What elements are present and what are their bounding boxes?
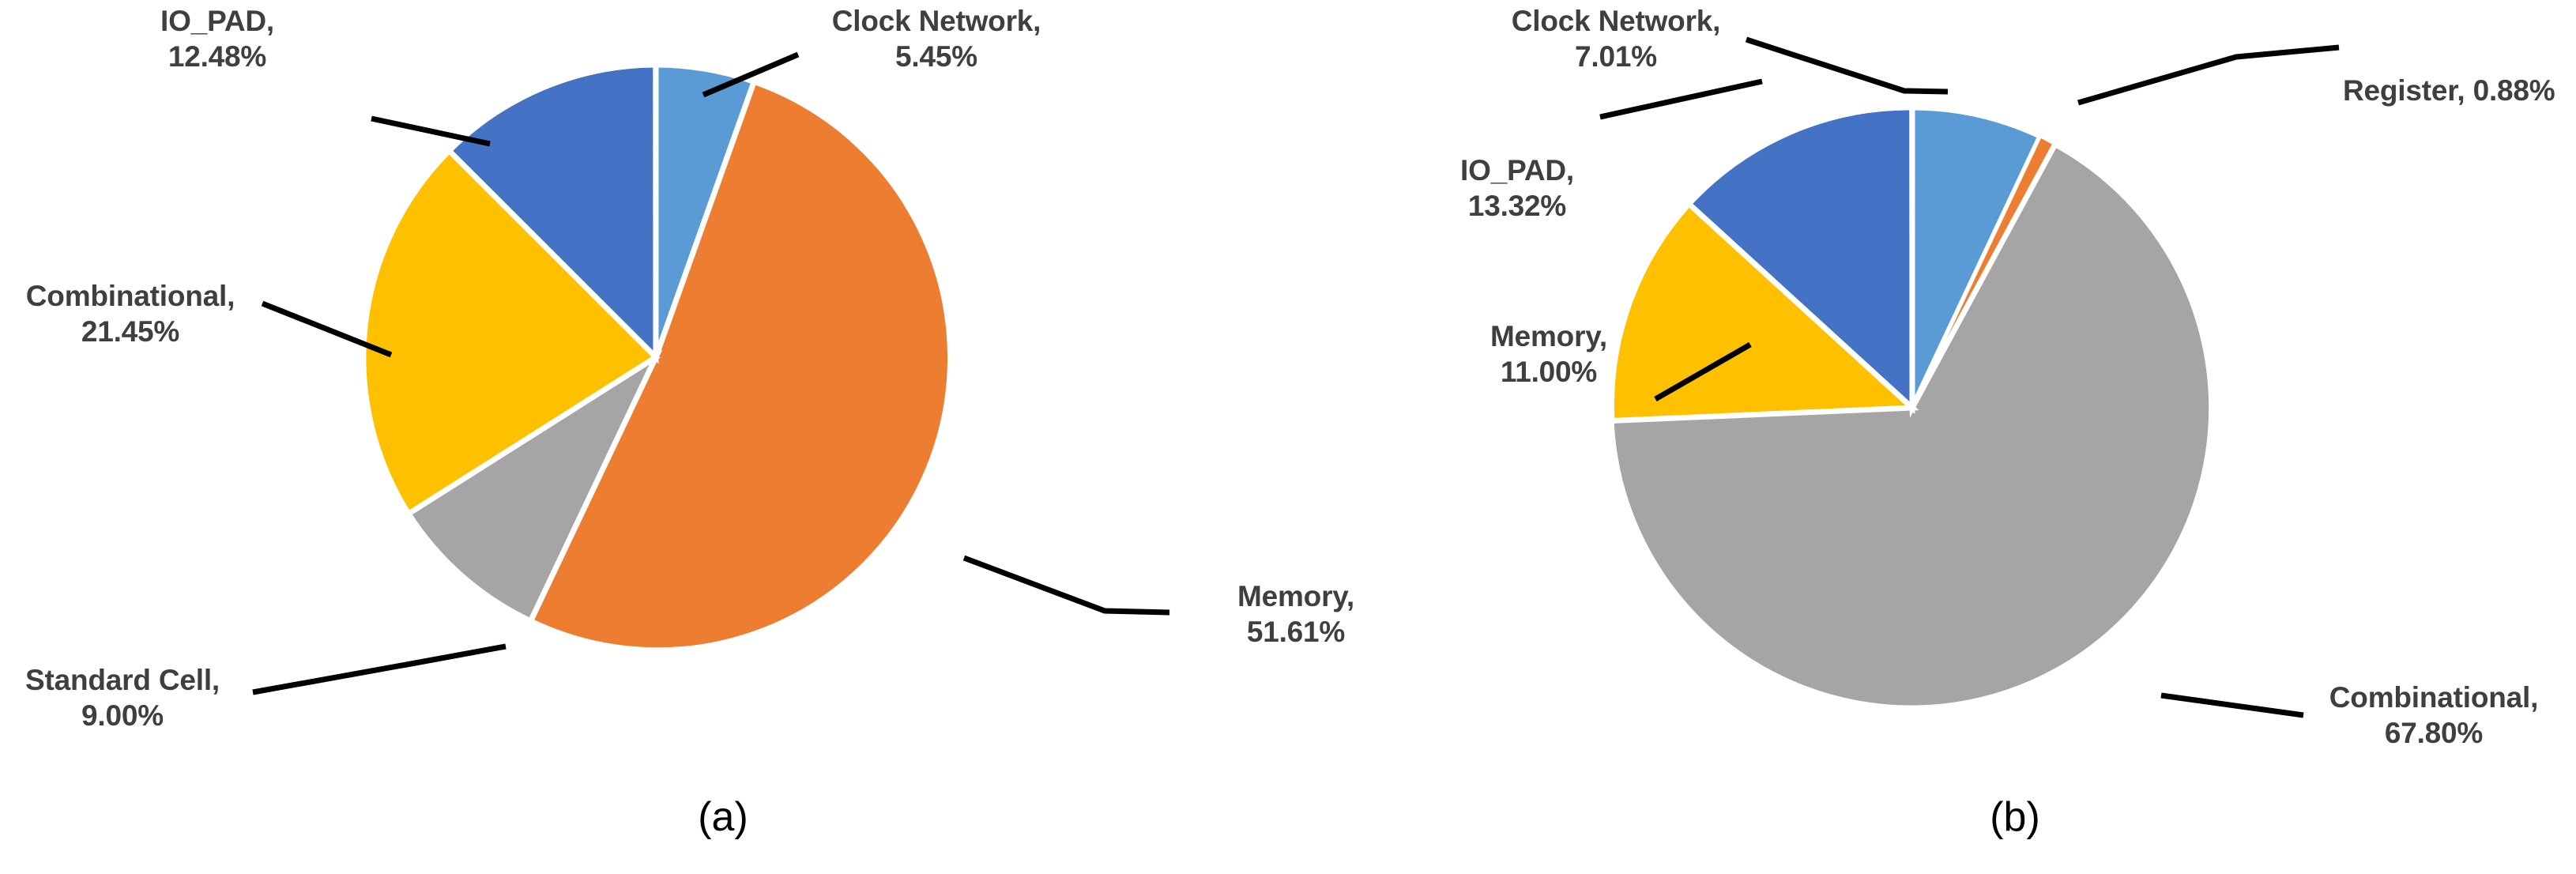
label-register-b-line1: Register, 0.88% [2343,74,2555,107]
label-combinational-b-line1: Combinational, [2329,681,2539,714]
pie-chart-b-canvas [1599,36,2340,718]
panel-caption-b: (b) [1990,794,2040,840]
leader-line-io-pad-a [371,115,491,147]
leader-line-io-pad-b [1599,78,1763,120]
pie-slice-io-pad-a[interactable] [445,62,659,364]
label-memory-b: Memory, 11.00% [1446,318,1651,390]
leader-line-combinational-b [2160,692,2304,718]
label-standard-cell-a-line2: 9.00% [81,699,164,733]
label-clock-network-a-line2: 5.45% [895,40,977,73]
pie-chart-a-canvas [252,51,1170,695]
label-standard-cell-a-line1: Standard Cell, [25,664,220,696]
pie-slice-clock-network-b[interactable] [1909,104,2044,409]
label-memory-b-line1: Memory, [1489,320,1607,352]
pie-chart-panel-a: IO_PAD, 12.48% Clock Network, 5.45% Comb… [0,3,1354,840]
leader-line-standard-cell-a [252,643,507,695]
panel-caption-a: (a) [698,794,748,840]
leader-line-clock-network-a [702,51,800,98]
label-combinational-b: Combinational, 67.80% [2299,680,2568,751]
label-io-pad-a-line1: IO_PAD, [160,5,274,37]
pie-slice-io-pad-b[interactable] [1685,104,1915,414]
leader-line-clock-network-b [1745,36,1949,95]
label-io-pad-a: IO_PAD, 12.48% [87,3,348,74]
label-combinational-a: Combinational, 21.45% [0,278,261,349]
label-clock-network-b: Clock Network, 7.01% [1478,3,1754,74]
leader-line-memory-b [1654,341,1752,402]
label-clock-network-a-line1: Clock Network, [831,5,1041,37]
label-memory-a-line2: 51.61% [1246,616,1346,649]
label-io-pad-b-line1: IO_PAD, [1460,154,1574,186]
leader-line-combinational-a [261,300,393,358]
label-io-pad-a-line2: 12.48% [168,40,267,73]
label-memory-a-line1: Memory, [1237,580,1354,612]
leader-line-register-b [2077,44,2340,106]
label-combinational-b-line2: 67.80% [2384,717,2484,750]
pie-slice-memory-b[interactable] [1609,199,1919,424]
label-combinational-a-line1: Combinational, [25,280,235,312]
label-io-pad-b: IO_PAD, 13.32% [1430,153,1604,224]
label-register-b: Register, 0.88% [2343,73,2576,108]
label-memory-b-line2: 11.00% [1500,356,1598,389]
label-clock-network-b-line2: 7.01% [1575,40,1657,73]
pie-slice-combinational-a[interactable] [360,146,661,518]
leader-line-memory-a [962,555,1170,616]
label-clock-network-a: Clock Network, 5.45% [806,3,1067,74]
label-standard-cell-a: Standard Cell, 9.00% [0,662,253,733]
pie-chart-panel-b: Clock Network, 7.01% IO_PAD, 13.32% Memo… [1288,0,2576,874]
label-clock-network-b-line1: Clock Network, [1511,5,1721,37]
label-io-pad-b-line2: 13.32% [1467,190,1567,223]
label-memory-a: Memory, 51.61% [1177,578,1414,650]
pie-slice-memory-a[interactable] [526,77,954,654]
pie-slice-standard-cell-a[interactable] [405,349,663,625]
label-combinational-a-line2: 21.45% [81,315,180,348]
